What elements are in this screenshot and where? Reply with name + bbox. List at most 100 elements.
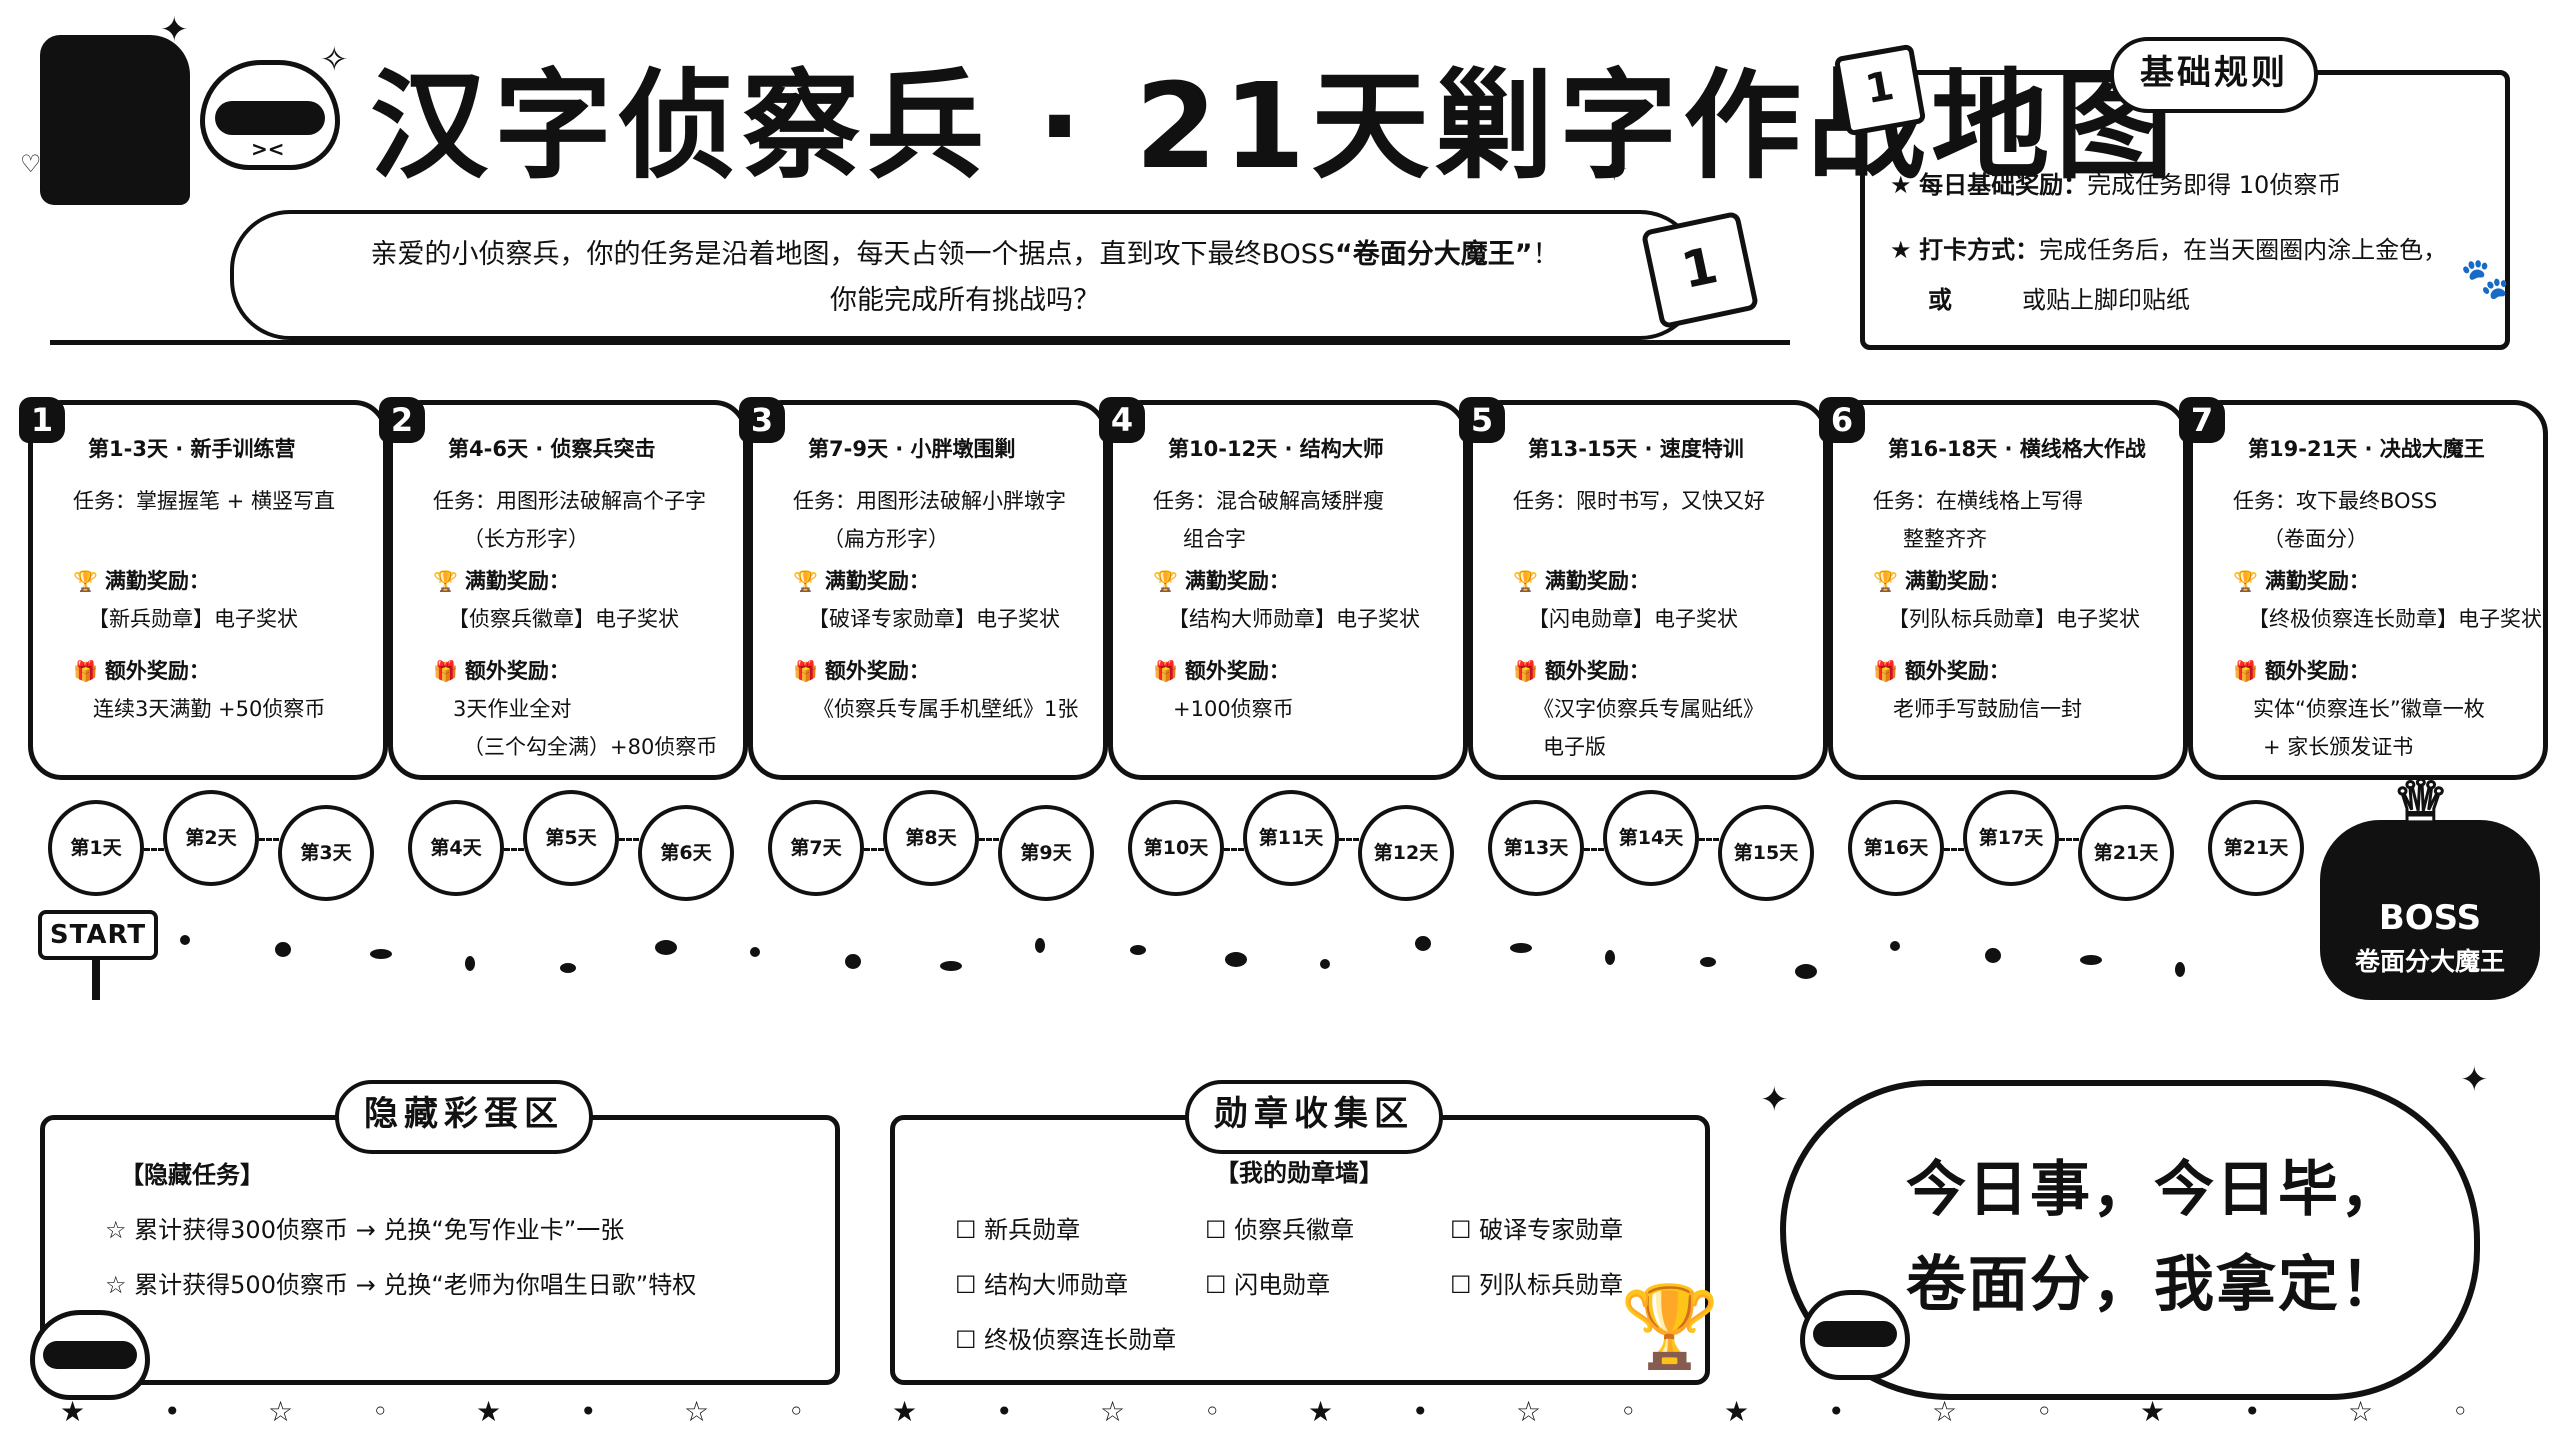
medal-checkbox-item[interactable]: ☐ 闪电勋章 [1205, 1271, 1331, 1299]
day-circle[interactable]: 第13天 [1488, 800, 1584, 896]
day-circle[interactable]: 第1天 [48, 800, 144, 896]
rules-title: 基础规则 [2110, 37, 2318, 113]
rules-line-1: ★ 每日基础奖励：完成任务即得 10侦察币 [1890, 165, 2341, 200]
footprint-mark [845, 954, 861, 969]
task-text: 混合破解高矮胖瘦 [1216, 489, 1384, 513]
task-label: 任务： [2233, 489, 2296, 513]
trophy-icon: 🏆 [1620, 1280, 1720, 1373]
day-circle[interactable]: 第15天 [1718, 805, 1814, 901]
medal-checkbox-item[interactable]: ☐ 终极侦察连长勋章 [955, 1326, 1177, 1354]
day-connector [619, 838, 639, 841]
day-circle[interactable]: 第9天 [998, 805, 1094, 901]
checkbox-icon[interactable]: ☐ [1205, 1216, 1235, 1244]
checkbox-icon[interactable]: ☐ [955, 1326, 985, 1354]
big-number-one-decoration [40, 35, 190, 205]
checkbox-icon[interactable]: ☐ [955, 1271, 985, 1299]
day-circle[interactable]: 第8天 [883, 790, 979, 886]
star-icon: • [1828, 1395, 1845, 1428]
star-icon: ☆ [1516, 1395, 1542, 1428]
footprint-mark [1605, 950, 1615, 965]
star-icon: ◦ [1620, 1395, 1637, 1428]
day-circle[interactable]: 第14天 [1603, 790, 1699, 886]
rules-line-1-label: 每日基础奖励： [1919, 171, 2088, 199]
stage-extra-text: 3天作业全对 [453, 697, 572, 721]
footprint-mark [1130, 945, 1146, 955]
day-connector [1339, 838, 1359, 841]
day-circle[interactable]: 第10天 [1128, 800, 1224, 896]
stage-task-line-2: （长方形字） [463, 527, 589, 551]
task-text: 限时书写，又快又好 [1576, 489, 1765, 513]
start-sign: START [38, 910, 158, 960]
day-connector [259, 838, 279, 841]
stage-extra: 🎁 额外奖励： [1873, 659, 2010, 683]
stage-title: 第4-6天 · 侦察兵突击 [448, 437, 656, 461]
footprint-mark [1700, 957, 1716, 967]
day-circle[interactable]: 第3天 [278, 805, 374, 901]
stage-title: 第19-21天 · 决战大魔王 [2248, 437, 2485, 461]
checkbox-icon[interactable]: ☐ [955, 1216, 985, 1244]
footprint-mark [1795, 964, 1817, 979]
day-circle[interactable]: 第2天 [163, 790, 259, 886]
star-icon: ☆ [2348, 1395, 2374, 1428]
star-icon: • [2244, 1395, 2261, 1428]
day-circle[interactable]: 第4天 [408, 800, 504, 896]
stage-extra-text: 老师手写鼓励信一封 [1893, 697, 2082, 721]
day-circle[interactable]: 第21天 [2208, 800, 2304, 896]
task-label: 任务： [1513, 489, 1576, 513]
stage-extra-text: 《侦察兵专属手机壁纸》1张 [813, 697, 1079, 721]
day-circle[interactable]: 第11天 [1243, 790, 1339, 886]
day-circle[interactable]: 第6天 [638, 805, 734, 901]
star-icon: • [996, 1395, 1013, 1428]
day-circle[interactable]: 第16天 [1848, 800, 1944, 896]
stage-number: 3 [739, 397, 785, 443]
mascot-mask [215, 101, 325, 135]
medal-checkbox-item[interactable]: ☐ 侦察兵徽章 [1205, 1216, 1355, 1244]
day-connector [504, 848, 524, 851]
star-icon: ☆ [268, 1395, 294, 1428]
medal-checkbox-item[interactable]: ☐ 结构大师勋章 [955, 1271, 1129, 1299]
sparkle-icon: ✦ [160, 10, 189, 50]
stage-reward: 🏆 满勤奖励： [433, 569, 570, 593]
star-icon: ★ [892, 1395, 918, 1428]
medal-checkbox-item[interactable]: ☐ 新兵勋章 [955, 1216, 1081, 1244]
day-circle[interactable]: 第21天 [2078, 805, 2174, 901]
medal-checkbox-item[interactable]: ☐ 列队标兵勋章 [1450, 1271, 1624, 1299]
footprint-mark [370, 949, 392, 959]
mascot-mask [1813, 1321, 1897, 1347]
rules-line-2-text: 完成任务后，在当天圈圈内涂上金色， [2039, 236, 2448, 264]
mascot-top-left: >< [200, 60, 340, 170]
stage-task: 任务：掌握握笔 + 横竖写直 [73, 485, 335, 515]
stage-task-line-2: （卷面分） [2263, 527, 2368, 551]
footprint-mark [655, 940, 677, 955]
rules-line-3-text: 或贴上脚印贴纸 [2022, 286, 2190, 314]
checkbox-icon[interactable]: ☐ [1450, 1271, 1480, 1299]
trophy-icon: 🏆 [1873, 569, 1905, 593]
header-divider [50, 340, 1790, 345]
star-icon: ★ [2140, 1395, 2166, 1428]
star-icon: ★ [1308, 1395, 1334, 1428]
intro-text-a: 亲爱的小侦察兵，你的任务是沿着地图，每天占领一个据点，直到攻下最终BOSS [370, 239, 1336, 270]
footprint-mark [180, 935, 190, 945]
stage-task: 任务：用图形法破解小胖墩字 [793, 485, 1066, 515]
footprint-mark [1320, 959, 1330, 969]
checkbox-icon[interactable]: ☐ [1205, 1271, 1235, 1299]
stage-reward: 🏆 满勤奖励： [73, 569, 210, 593]
task-label: 任务： [1873, 489, 1936, 513]
heart-icon: ♡ [20, 150, 42, 178]
task-text: 用图形法破解小胖墩字 [856, 489, 1066, 513]
footprint-mark [1890, 941, 1900, 951]
day-circle[interactable]: 第17天 [1963, 790, 2059, 886]
footprint-mark [2080, 955, 2102, 965]
star-icon: ☆ [684, 1395, 710, 1428]
footprint-mark [940, 961, 962, 971]
day-connector [2059, 838, 2079, 841]
medal-checkbox-item[interactable]: ☐ 破译专家勋章 [1450, 1216, 1624, 1244]
day-circle[interactable]: 第12天 [1358, 805, 1454, 901]
checkbox-icon[interactable]: ☐ [1450, 1216, 1480, 1244]
day-circle[interactable]: 第7天 [768, 800, 864, 896]
day-circle[interactable]: 第5天 [523, 790, 619, 886]
